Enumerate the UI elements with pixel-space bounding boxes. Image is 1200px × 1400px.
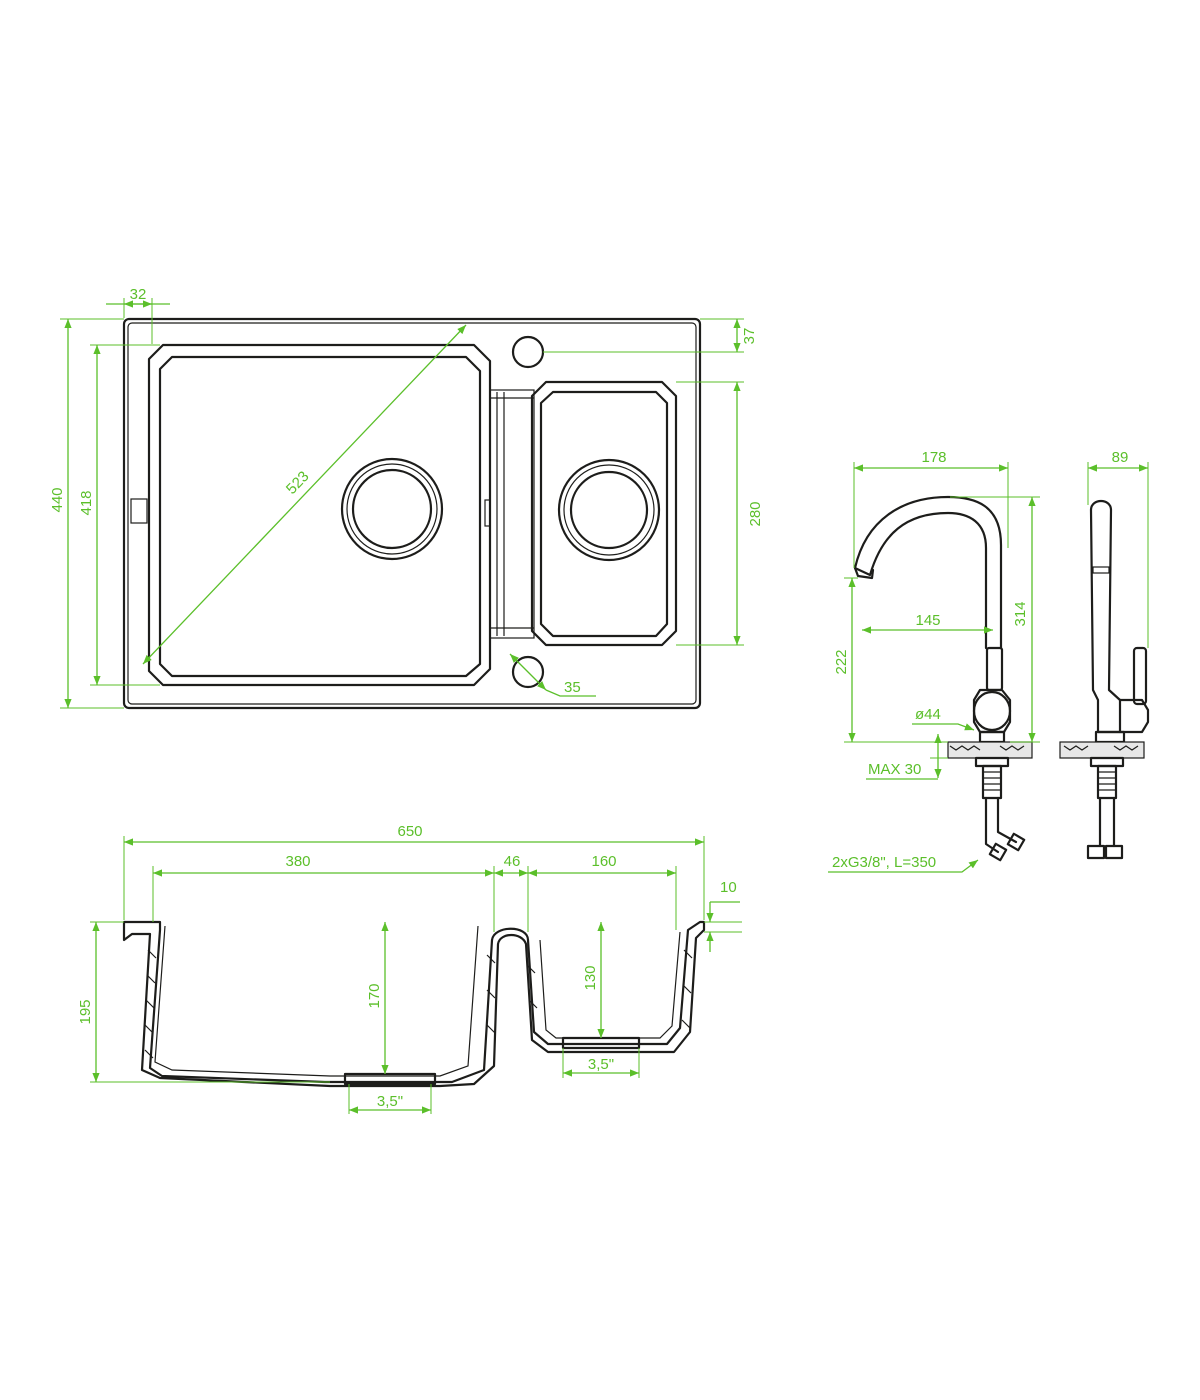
section-dimensions: 650 380 46 160 10 195 170 130 3, bbox=[77, 823, 742, 1114]
dim-35: 35 bbox=[564, 679, 581, 696]
dim-314: 314 bbox=[1012, 601, 1029, 626]
drain-small bbox=[557, 458, 661, 562]
dim-170: 170 bbox=[366, 983, 383, 1008]
dim-drain-right: 3,5" bbox=[588, 1056, 614, 1073]
dim-89: 89 bbox=[1112, 449, 1129, 466]
dim-418: 418 bbox=[78, 490, 95, 515]
dim-195: 195 bbox=[77, 999, 94, 1024]
dim-380: 380 bbox=[285, 853, 310, 870]
dim-178: 178 bbox=[921, 449, 946, 466]
dim-523: 523 bbox=[283, 468, 313, 498]
dim-160: 160 bbox=[591, 853, 616, 870]
drain-large bbox=[340, 457, 444, 561]
sink-section-view bbox=[122, 920, 706, 1088]
dim-drain-left: 3,5" bbox=[377, 1093, 403, 1110]
dim-37: 37 bbox=[741, 328, 758, 345]
faucet-front-view bbox=[853, 495, 1033, 862]
dim-440: 440 bbox=[49, 487, 66, 512]
dim-280: 280 bbox=[747, 501, 764, 526]
faucet-dimensions: 178 89 145 314 222 ø44 MAX 30 2xG3/8", L… bbox=[828, 449, 1149, 873]
dim-130: 130 bbox=[582, 965, 599, 990]
dim-10: 10 bbox=[720, 879, 737, 896]
dim-d44: ø44 bbox=[915, 706, 941, 723]
faucet-side-view bbox=[1059, 499, 1150, 860]
dim-32: 32 bbox=[130, 286, 147, 303]
logo-plate bbox=[130, 498, 148, 524]
dim-650: 650 bbox=[397, 823, 422, 840]
dim-145: 145 bbox=[915, 612, 940, 629]
tap-hole-top bbox=[511, 335, 545, 369]
sink-top-view bbox=[122, 317, 702, 710]
dim-max30: MAX 30 bbox=[868, 761, 921, 778]
dim-46: 46 bbox=[504, 853, 521, 870]
dim-222: 222 bbox=[833, 649, 850, 674]
top-view-dimensions: 32 440 418 523 37 280 35 bbox=[49, 286, 764, 709]
dim-hoses: 2xG3/8", L=350 bbox=[832, 854, 936, 871]
